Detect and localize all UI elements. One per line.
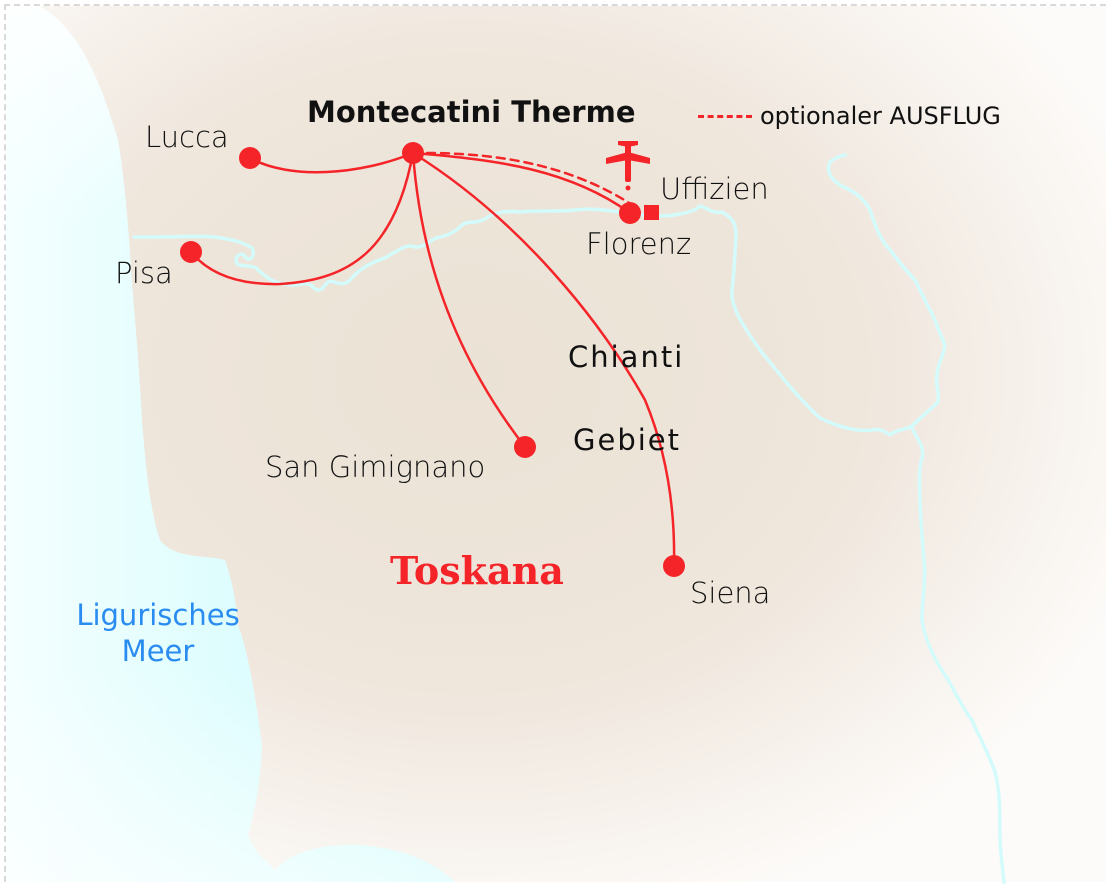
sea-area bbox=[6, 6, 455, 882]
sea-label: Ligurisches Meer bbox=[66, 597, 250, 669]
legend-dashed-line-icon bbox=[698, 114, 752, 118]
legend: optionaler AUSFLUG bbox=[698, 102, 1001, 130]
route-uffizien-optional bbox=[411, 151, 642, 212]
routes bbox=[189, 151, 676, 568]
airplane-icon bbox=[606, 141, 650, 191]
city-label-san-gimignano: San Gimignano bbox=[265, 450, 486, 484]
sea-label-line1: Ligurisches bbox=[76, 598, 240, 632]
marker-lucca bbox=[239, 147, 261, 169]
marker-hub bbox=[402, 142, 424, 164]
route-san-gimignano bbox=[411, 151, 527, 449]
city-label-lucca: Lucca bbox=[145, 120, 229, 154]
route-siena bbox=[411, 151, 676, 568]
hub-label: Montecatini Therme bbox=[307, 95, 636, 129]
marker-florenz bbox=[619, 202, 641, 224]
sea-label-line2: Meer bbox=[121, 634, 195, 668]
legend-label: optionaler AUSFLUG bbox=[760, 102, 1001, 130]
map-title: Toskana bbox=[390, 548, 564, 593]
route-florenz bbox=[411, 151, 632, 215]
marker-siena bbox=[663, 555, 685, 577]
marker-san-gimignano bbox=[514, 436, 536, 458]
city-label-siena: Siena bbox=[690, 576, 771, 610]
route-lucca bbox=[248, 151, 415, 174]
city-label-pisa: Pisa bbox=[115, 256, 173, 290]
region-label-line2: Gebiet bbox=[573, 423, 681, 457]
marker-pisa bbox=[180, 241, 202, 263]
city-markers bbox=[180, 142, 685, 577]
region-label-line1: Chianti bbox=[568, 340, 685, 374]
poi-label-uffizien: Uffizien bbox=[660, 172, 769, 206]
museum-square-icon bbox=[644, 205, 659, 220]
route-pisa bbox=[189, 151, 415, 286]
city-label-florenz: Florenz bbox=[586, 227, 692, 261]
